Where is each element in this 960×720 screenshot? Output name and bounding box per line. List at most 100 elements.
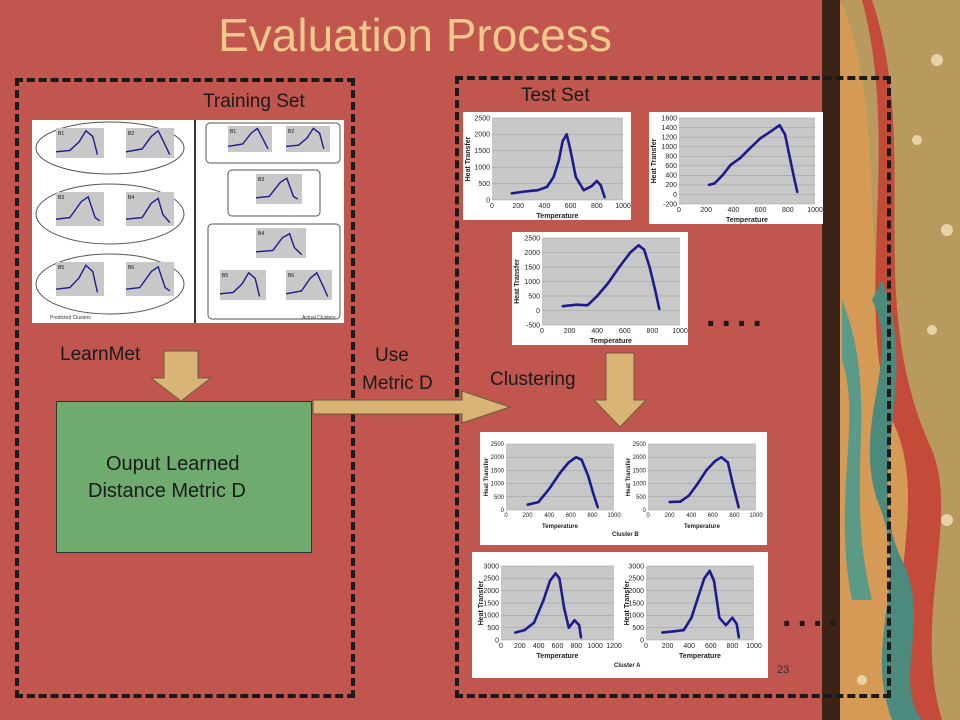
y-tick-label: 2500 [628, 576, 644, 583]
y-tick-label: 0 [673, 192, 677, 199]
y-tick-label: 1400 [661, 125, 677, 132]
data-point [577, 624, 581, 627]
training-set-label: Training Set [203, 91, 305, 112]
data-point [789, 159, 792, 163]
data-point [696, 482, 699, 485]
training-thumbnail-chart: B2 [125, 128, 174, 158]
data-point [661, 631, 664, 634]
y-tick-label: 1200 [661, 134, 677, 141]
x-tick-label: 200 [512, 203, 524, 210]
x-axis-title: Temperature [537, 653, 579, 660]
data-point [532, 621, 536, 624]
series-line [669, 455, 740, 508]
y-tick-label: 2000 [524, 250, 540, 257]
data-point [712, 579, 716, 582]
x-tick-label: 800 [729, 513, 740, 519]
y-tick-label: 2500 [483, 576, 499, 583]
y-tick-label: 2000 [491, 455, 505, 461]
y-tick-label: 200 [665, 182, 677, 189]
data-point [739, 156, 742, 160]
data-point [713, 182, 716, 185]
data-point [618, 265, 621, 269]
x-axis-title: Temperature [590, 338, 632, 345]
x-tick-label: 800 [570, 643, 582, 650]
x-tick-label: 600 [565, 203, 577, 210]
data-point [552, 175, 555, 179]
data-point [718, 616, 721, 619]
cluster-b-caption: Cluster B [612, 532, 639, 538]
x-tick-label: 0 [490, 203, 494, 210]
y-tick-label: 1000 [483, 613, 499, 620]
y-tick-label: 0 [495, 637, 499, 644]
training-thumbnail-chart: B5 [55, 262, 104, 296]
x-tick-label: 800 [647, 328, 659, 335]
cluster-tag: B3 [58, 195, 64, 201]
data-point [687, 494, 691, 497]
x-axis-title: Temperature [542, 524, 579, 530]
x-tick-label: 400 [539, 203, 551, 210]
data-point [724, 624, 728, 627]
data-point [690, 616, 693, 619]
data-point [703, 577, 706, 580]
x-axis-title: Temperature [726, 217, 768, 224]
cluster-tag: B3 [258, 177, 264, 183]
cluster-tag: B1 [58, 131, 64, 137]
data-point [705, 469, 708, 472]
y-tick-label: 2000 [633, 455, 647, 461]
x-tick-label: 0 [677, 207, 681, 214]
cluster-tag: B6 [128, 265, 134, 271]
x-tick-label: 200 [662, 643, 674, 650]
x-axis-title: Temperature [537, 213, 579, 220]
data-point [607, 281, 610, 285]
cluster-tag: B2 [288, 129, 294, 135]
x-tick-label: 1000 [587, 643, 603, 650]
x-tick-label: 400 [683, 643, 695, 650]
x-tick-label: 1000 [749, 513, 763, 519]
data-point [770, 129, 773, 133]
data-point [595, 179, 598, 183]
data-point [707, 183, 711, 187]
data-point [642, 248, 646, 251]
more-charts-dots-bottom: .... [782, 596, 844, 634]
y-axis-title: Heat Transfer [478, 580, 485, 625]
plot-area [506, 444, 614, 510]
training-thumbnail-chart: B1 [55, 128, 104, 158]
y-tick-label: 3000 [483, 563, 499, 570]
data-point [558, 577, 561, 580]
y-axis-title: Heat Transfer [651, 138, 658, 183]
data-point [561, 304, 564, 308]
y-tick-label: 1000 [661, 144, 677, 151]
data-point [575, 456, 578, 459]
y-tick-label: 1500 [491, 468, 505, 474]
data-point [542, 599, 545, 602]
data-point [537, 500, 540, 504]
data-point [569, 149, 572, 152]
decorative-strip [822, 0, 960, 720]
plot-area [679, 118, 815, 204]
training-thumbnail-chart: B5 [219, 270, 266, 300]
data-point [629, 251, 632, 254]
data-point [596, 506, 599, 509]
y-tick-label: 500 [494, 495, 505, 501]
x-tick-label: 200 [665, 513, 676, 519]
data-point [590, 185, 593, 188]
y-tick-label: 1000 [524, 279, 540, 286]
arrow-use-metric-right [312, 390, 512, 424]
data-point [567, 626, 570, 629]
x-tick-label: 400 [728, 207, 740, 214]
use-metric-label-line1: Use [375, 345, 409, 366]
learnmet-label: LearnMet [60, 344, 141, 365]
y-axis-title: Heat Transfer [624, 580, 631, 625]
series-line [562, 244, 661, 310]
data-point [557, 159, 561, 162]
x-tick-label: 800 [591, 203, 603, 210]
data-point [596, 294, 599, 298]
training-region [15, 78, 355, 698]
